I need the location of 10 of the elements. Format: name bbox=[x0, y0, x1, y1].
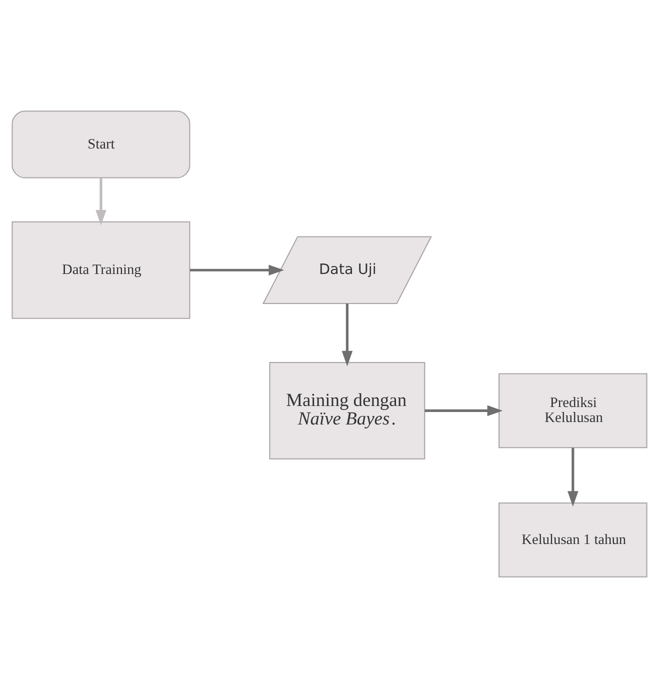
node-box: Maining dengan Naïve Bayes. bbox=[269, 361, 426, 459]
arrow bbox=[96, 177, 106, 225]
arrow bbox=[568, 447, 578, 506]
arrow bbox=[424, 404, 503, 416]
node-box: Kelulusan 1 tahun bbox=[498, 502, 648, 577]
node-box: Prediksi Kelulusan bbox=[498, 372, 648, 448]
node-box: Start bbox=[12, 110, 190, 178]
arrow bbox=[190, 264, 284, 276]
node-box: Data Training bbox=[12, 220, 190, 318]
arrow bbox=[342, 303, 353, 366]
